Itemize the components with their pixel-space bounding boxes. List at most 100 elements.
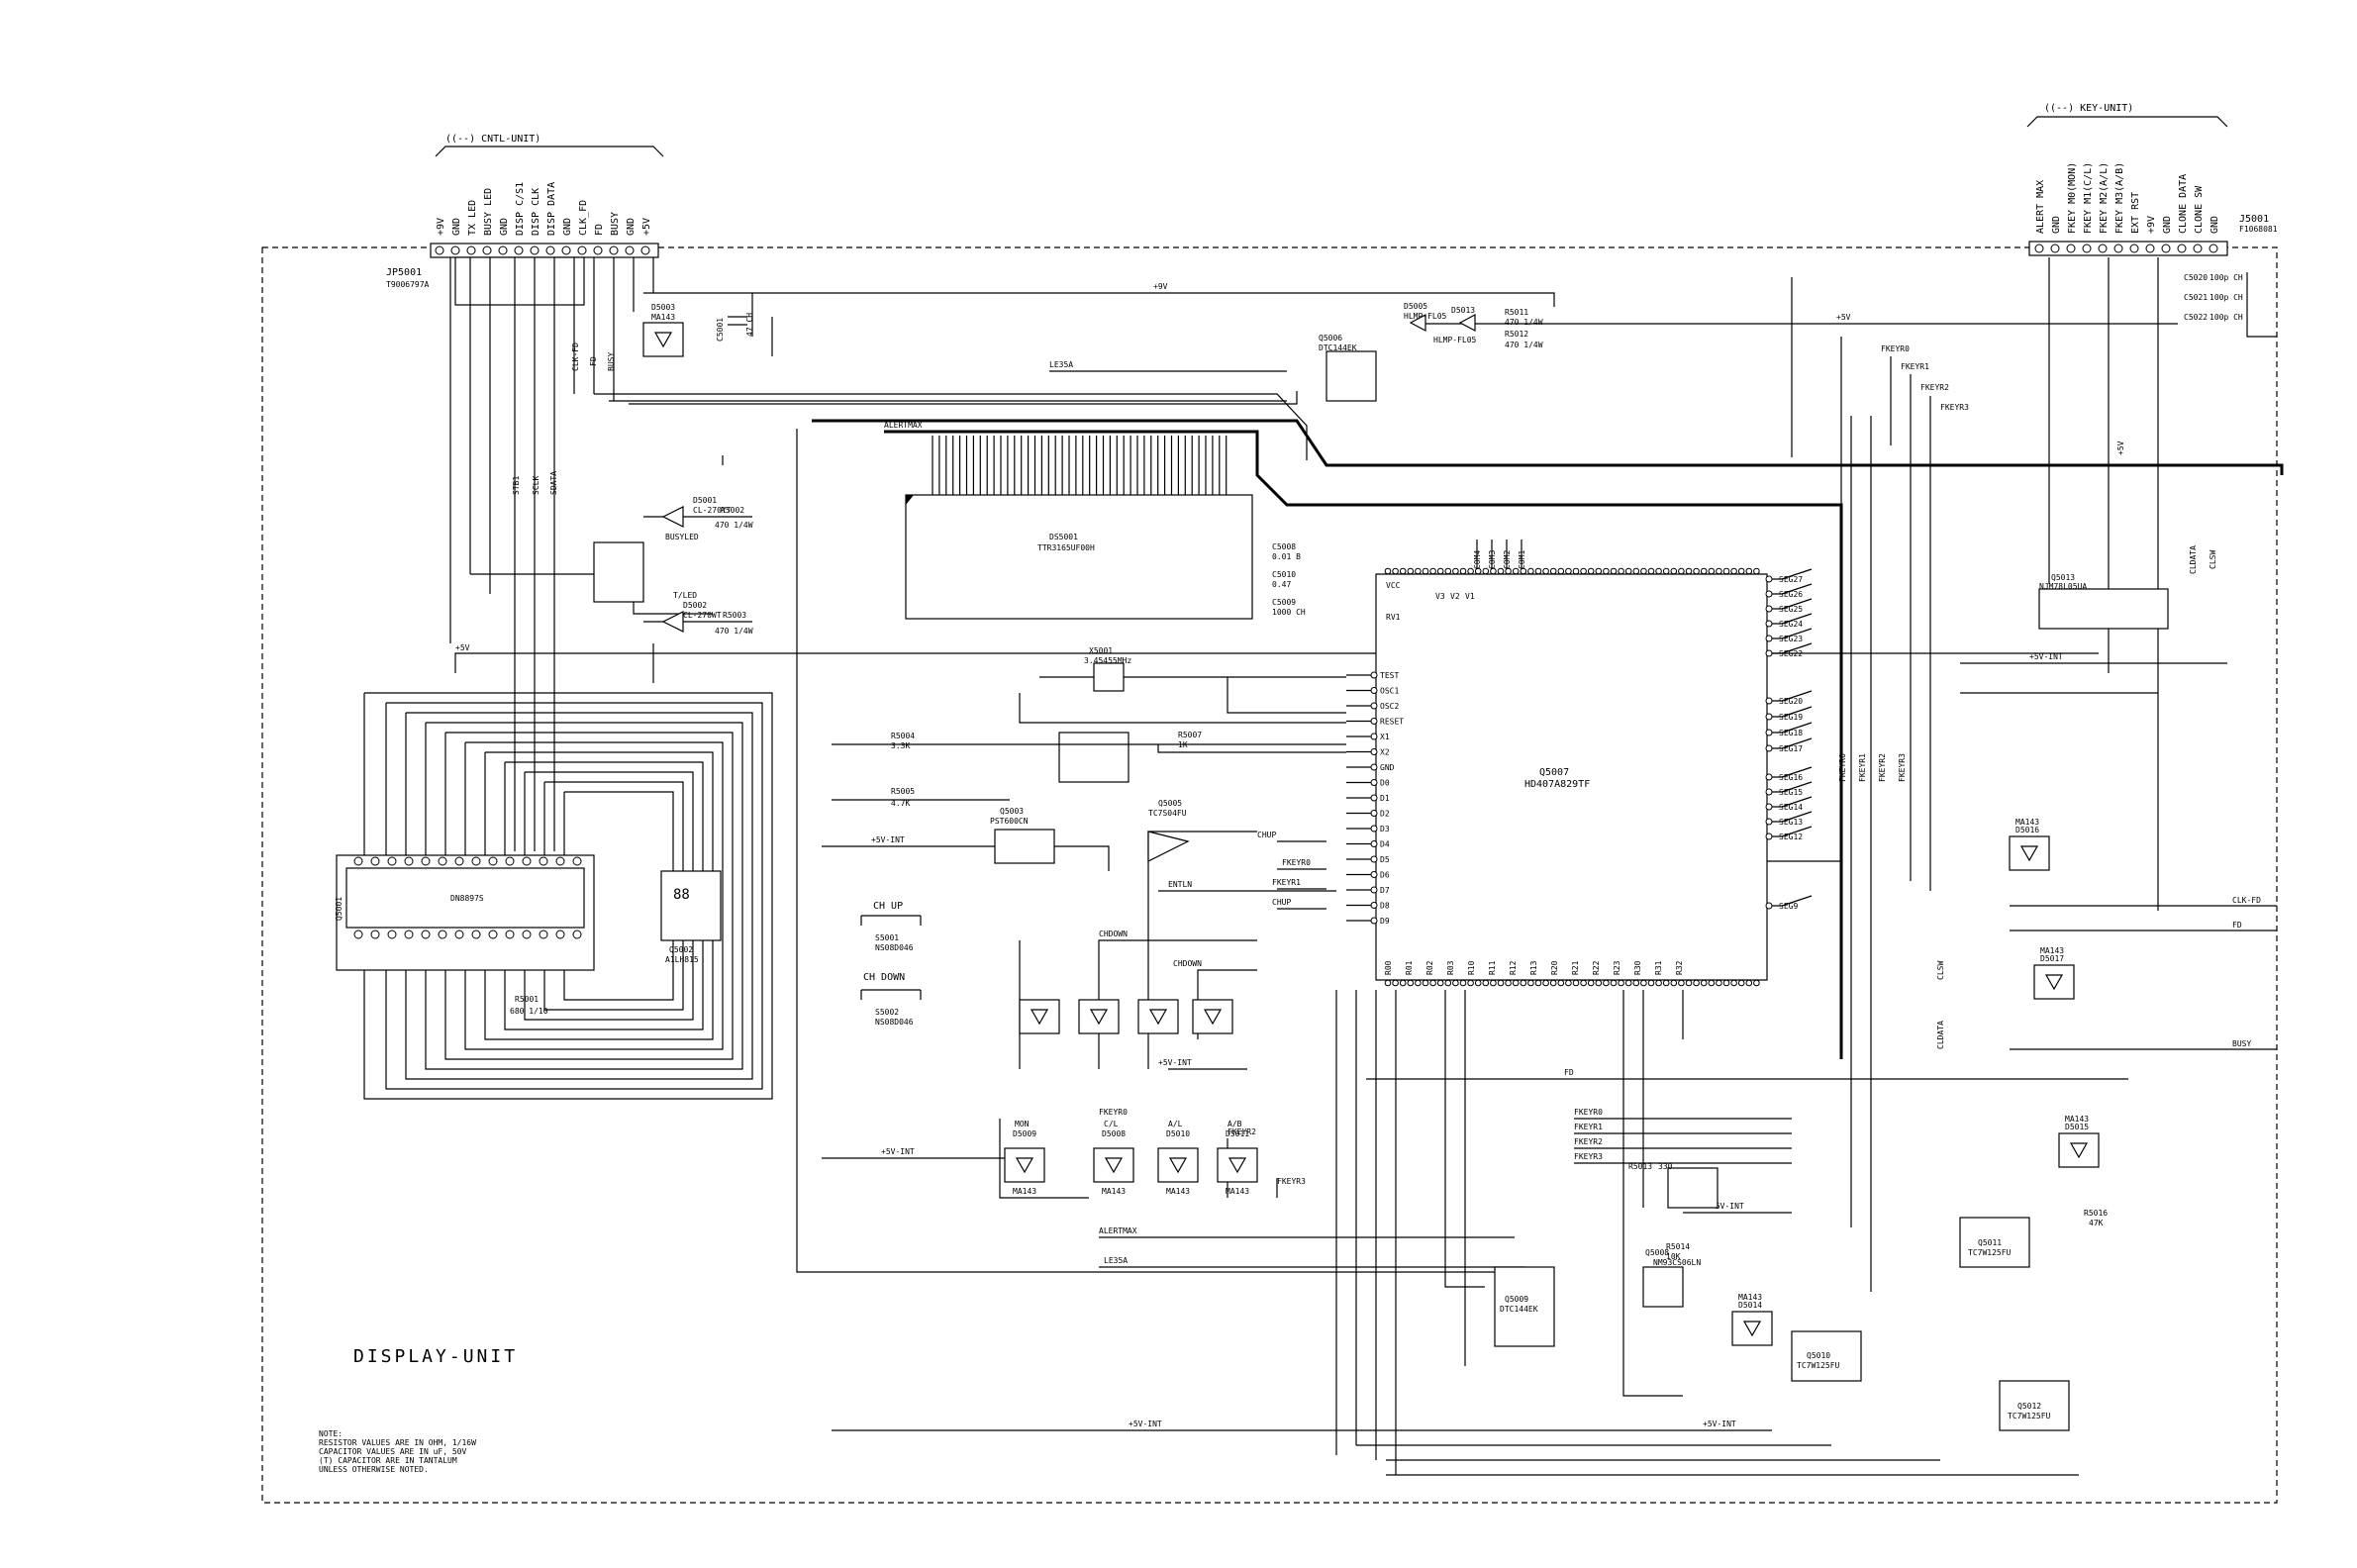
note-line: UNLESS OTHERWISE NOTED.: [319, 1465, 429, 1474]
mcu-pin: [1407, 567, 1415, 575]
mcu-pin-label: R30: [1633, 960, 1642, 975]
mcu-pin: [1474, 567, 1482, 575]
mcu-pin: [1444, 567, 1452, 575]
mcu-pin: [1678, 567, 1685, 575]
mcu-pin: [1429, 979, 1436, 987]
cntl-pin: [593, 245, 603, 255]
mcu-pin-label: R11: [1488, 960, 1497, 975]
key-pin: [2050, 244, 2060, 253]
mcu-pin: [1549, 979, 1557, 987]
inverter-q5005: [1147, 831, 1190, 862]
wiring: +9V +5V LE35A ALERTMAX FKEYR0 FKEYR1 FKE…: [449, 257, 2284, 1476]
r5001-ref: R5001: [515, 995, 539, 1004]
mcu-pin: [1700, 567, 1708, 575]
mcu-pin: [1765, 744, 1773, 752]
led-d5005-part: HLMP-FL05: [1404, 312, 1447, 321]
mcu-pin-label: R32: [1675, 960, 1684, 975]
mcu-pin-label: OSC2: [1380, 702, 1399, 711]
cntl-pin: [625, 245, 635, 255]
key-pin-label: CLONE DATA: [2178, 174, 2189, 234]
led-d5005: [1409, 314, 1426, 332]
led-d5013-ref: D5013: [1451, 306, 1475, 315]
mcu-pin: [1632, 567, 1640, 575]
mcu-pin: [1474, 979, 1482, 987]
cntl-pin: [466, 245, 476, 255]
mcu-pin-label: R31: [1654, 960, 1663, 975]
note-line: NOTE:: [319, 1429, 343, 1438]
ic-pin: [454, 930, 464, 939]
mcu-pin: [1685, 567, 1693, 575]
mcu-pin-label: SEG23: [1779, 635, 1803, 643]
mcu-pin: [1436, 979, 1444, 987]
mcu-pin: [1370, 718, 1378, 725]
mcu-pin: [1415, 567, 1422, 575]
mcu-pin: [1737, 979, 1745, 987]
diode-ref: D5009: [1013, 1129, 1036, 1138]
q5013-ref: Q5013: [2051, 573, 2075, 582]
mcu-pin-label: SEG14: [1779, 803, 1803, 812]
net-label: +9V: [1153, 282, 1168, 291]
mcu-pin: [1765, 620, 1773, 628]
alert-led-area: Q5006 DTC144EK D5005 HLMP-FL05 D5013 HLM…: [1319, 302, 1543, 402]
lcd-part: TTR3165UF00H: [1037, 543, 1095, 552]
mcu-pin-label: SEG24: [1779, 620, 1803, 629]
mcu-pin: [1452, 567, 1459, 575]
key-pin: [2034, 244, 2044, 253]
mcu-pin: [1765, 635, 1773, 642]
net-label: FKEYR0: [1574, 1108, 1603, 1117]
mcu-pin-label: SEG15: [1779, 788, 1803, 797]
q5010-ref: Q5010: [1807, 1351, 1830, 1360]
mcu-pin: [1534, 567, 1542, 575]
key-diode-row: MOND5009MA143C/LD5008MA143A/LD5010MA143A…: [1004, 818, 2100, 1346]
mcu-pin-label: GND: [1380, 763, 1395, 772]
right-logic-area: Q5008 NM93CS06LN R5014 10K R5013 330 Q50…: [1494, 573, 2169, 1431]
key-pin-label: GND: [2210, 216, 2220, 234]
ic-pin: [555, 930, 565, 939]
ic-pin: [438, 930, 447, 939]
c5001-value: 47 CH: [745, 313, 754, 337]
diode-d5014-body: [1667, 1167, 1719, 1209]
mcu-pin: [1708, 979, 1716, 987]
mcu-pin: [1722, 567, 1730, 575]
cntl-pin-label: GND: [451, 218, 462, 236]
diode-part: MA143: [1013, 1187, 1036, 1196]
c5009-value: 1000 CH: [1272, 608, 1306, 617]
led-d5002: [661, 611, 684, 633]
mcu-pin-vcc: VCC: [1386, 581, 1401, 590]
q5009-part: NM93CS06LN: [1653, 1258, 1701, 1267]
mcu-pin: [1647, 979, 1655, 987]
mcu-pin-label: SEG22: [1779, 649, 1803, 658]
cntl-pin-label: BUSY: [610, 212, 621, 236]
mcu-pin: [1497, 567, 1505, 575]
net-label: FKEYR0: [1282, 858, 1311, 867]
r5005-value: 4.7K: [891, 799, 910, 808]
diode-symbol: [1228, 1157, 1247, 1174]
net-label: CHUP: [1272, 898, 1291, 907]
mcu-pin: [1647, 567, 1655, 575]
mcu-pin: [1370, 671, 1378, 679]
mcu-pin-wire: [1772, 766, 1813, 778]
net-label: CLDATA: [2189, 545, 2198, 574]
note-block: NOTE:RESISTOR VALUES ARE IN OHM, 1/16WCA…: [319, 1429, 476, 1474]
c5008-value: 0.01 B: [1272, 552, 1301, 561]
mcu-pin: [1505, 567, 1512, 575]
c5022-value: 100p CH: [2210, 313, 2243, 322]
diode-name: C/L: [1104, 1120, 1119, 1128]
key-ref: J5001: [2239, 214, 2269, 225]
net-label: BUSY: [607, 352, 616, 371]
c5021-value: 100p CH: [2210, 293, 2243, 302]
mcu-pin-wire: [1772, 811, 1813, 823]
net-label: LE35A: [1104, 1256, 1128, 1265]
mcu-pin: [1765, 697, 1773, 705]
mcu-pin: [1745, 567, 1753, 575]
net-label: FKEYR0: [1838, 753, 1847, 782]
key-pin-label: FKEY M1(C/L): [2083, 162, 2094, 234]
mcu-pin: [1587, 567, 1595, 575]
key-pin: [2209, 244, 2218, 253]
net-label: CLK-FD: [571, 343, 580, 371]
q5009-ref: Q5008: [1645, 1248, 1669, 1257]
mcu-pin-v2: V2: [1450, 592, 1460, 601]
diode-ref: D5016: [2015, 826, 2039, 834]
